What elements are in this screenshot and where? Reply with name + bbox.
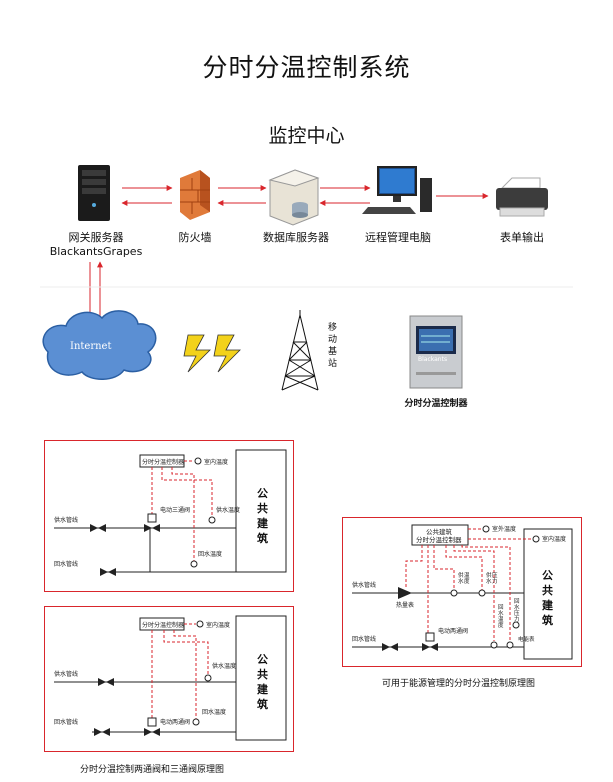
- d1-building-4: 筑: [257, 531, 268, 545]
- d2-building-1: 公: [257, 653, 268, 666]
- d1-return-temp-label: 回水温度: [198, 550, 222, 558]
- internet-cloud-icon: [42, 310, 157, 380]
- lightning-icon-2: [213, 334, 241, 373]
- d2-controller-label: 分时分温控制器: [142, 621, 184, 629]
- controller-label: 分时分温控制器: [404, 399, 468, 409]
- printer-icon: [496, 177, 548, 217]
- d2-supply-pipe-label: 供水管线: [54, 670, 78, 678]
- d3-return-pressure-2: 水: [514, 603, 520, 611]
- d3-return-pressure-4: 力: [514, 615, 520, 623]
- controller-brand: Blackants: [418, 356, 448, 363]
- d1-building-1: 公: [257, 487, 268, 500]
- cell-tower-icon: [281, 310, 319, 391]
- d3-return-temp-2: 水: [498, 609, 504, 617]
- d2-building-4: 筑: [257, 697, 268, 711]
- two-way-valve-diagram: 分时分温控制器 室内温度 电动两通阀 供水温度 回水温度 供水管线 回水管线 公…: [44, 606, 294, 752]
- d3-return-pressure-1: 回: [514, 598, 520, 605]
- three-way-valve-diagram: 分时分温控制器 室内温度 电动三通阀 供水温度 回水温度 供水管线 回水管线 公…: [44, 440, 294, 592]
- remote-pc-label: 远程管理电脑: [365, 231, 431, 244]
- d3-return-temp-4: 度: [498, 621, 504, 629]
- d3-return-pressure-3: 压: [514, 610, 520, 617]
- d3-supply-pressure-1: 供: [486, 571, 492, 579]
- d3-supply-temp-3: 温: [464, 571, 470, 579]
- d2-valve-label: 电动两通阀: [160, 718, 190, 726]
- d3-return-temp-1: 回: [498, 604, 504, 611]
- d3-supply-temp-1: 供: [458, 571, 464, 579]
- d3-heat-meter-label: 热量表: [396, 601, 414, 609]
- d1-return-pipe-label: 回水管线: [54, 560, 78, 568]
- d3-building-4: 筑: [542, 613, 553, 627]
- d3-supply-temp-4: 度: [464, 577, 470, 585]
- report-output-label: 表单输出: [500, 231, 544, 244]
- d3-building-2: 共: [542, 583, 553, 597]
- d3-supply-pressure-2: 水: [486, 577, 492, 585]
- caption-left: 分时分温控制两通阀和三通阀原理图: [80, 765, 225, 775]
- d3-supply-pressure-4: 力: [492, 577, 498, 585]
- d1-indoor-temp-label: 室内温度: [204, 458, 228, 466]
- d3-controller-line2: 分时分温控制器: [416, 535, 462, 544]
- d2-return-temp-label: 回水温度: [202, 708, 226, 716]
- d1-supply-pipe-label: 供水管线: [54, 516, 78, 524]
- d2-supply-temp-label: 供水温度: [212, 662, 236, 670]
- database-server-icon: [268, 169, 320, 226]
- d3-supply-temp-2: 水: [458, 577, 464, 585]
- d3-building-3: 建: [542, 598, 554, 612]
- d2-indoor-temp-label: 室内温度: [206, 621, 230, 629]
- d1-building-3: 建: [257, 516, 269, 530]
- d3-supply-pressure-3: 压: [492, 572, 498, 579]
- network-diagram: [40, 165, 573, 391]
- caption-right: 可用于能源管理的分时分温控制原理图: [382, 679, 536, 689]
- d3-outdoor-temp-label: 室外温度: [492, 525, 516, 533]
- d3-power-meter-label: 电能表: [518, 635, 535, 643]
- d3-controller-line1: 公共建筑: [426, 527, 453, 536]
- d2-building-3: 建: [257, 682, 269, 696]
- tower-label: 移动基站: [328, 323, 338, 369]
- d3-indoor-temp-label: 室内温度: [542, 535, 566, 543]
- d3-valve-label: 电动两通阀: [438, 627, 468, 635]
- d1-supply-temp-label: 供水温度: [216, 506, 240, 514]
- page-title: 分时分温控制系统: [202, 53, 411, 82]
- d1-building-2: 共: [257, 501, 268, 515]
- computer-icon: [362, 166, 432, 214]
- internet-label: Internet: [70, 341, 112, 352]
- d1-controller-label: 分时分温控制器: [142, 458, 184, 466]
- lightning-icon: [183, 334, 211, 373]
- d3-return-temp-3: 温: [498, 615, 504, 623]
- database-server-label: 数据库服务器: [263, 231, 329, 244]
- d3-building-1: 公: [542, 569, 553, 582]
- monitor-center-heading: 监控中心: [268, 125, 345, 147]
- d3-supply-pipe-label: 供水管线: [352, 581, 376, 589]
- d2-return-pipe-label: 回水管线: [54, 718, 78, 726]
- firewall-label: 防火墙: [178, 231, 212, 244]
- d1-valve-label: 电动三通阀: [160, 506, 190, 514]
- controller-device-icon: [409, 315, 463, 389]
- firewall-icon: [180, 170, 210, 220]
- d3-return-pipe-label: 回水管线: [352, 635, 376, 643]
- server-icon: [78, 165, 110, 221]
- energy-management-diagram: 公共建筑 分时分温控制器 室外温度 室内温度 热量表 电动两通阀 电能表 供水管…: [342, 517, 582, 667]
- d2-building-2: 共: [257, 667, 268, 681]
